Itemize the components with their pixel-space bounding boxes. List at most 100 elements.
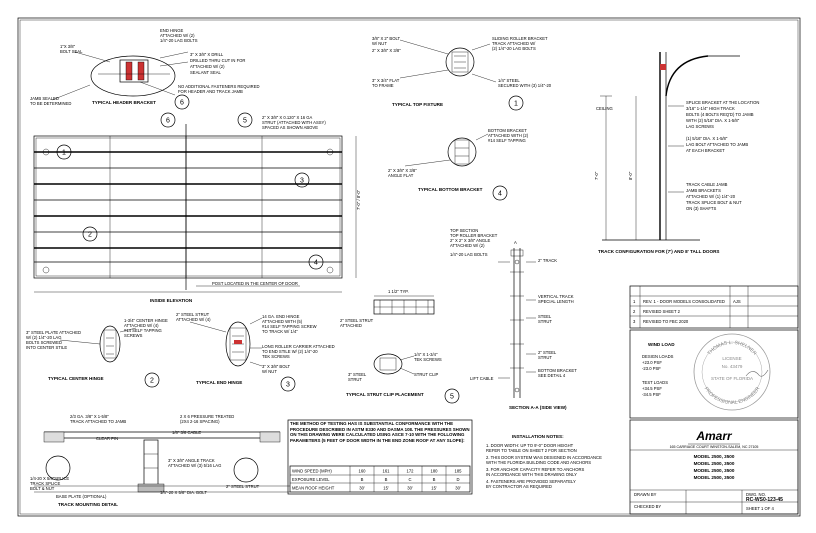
svg-text:CEILING: CEILING [596,106,613,111]
svg-text:LAG BOLT ATTACHED TO JAMB: LAG BOLT ATTACHED TO JAMB [686,142,748,147]
wind-table-cell: 30' [407,486,413,491]
design-loads-label: DESIGN LOADS [642,354,674,359]
track-config-title: TRACK CONFIGURATION FOR (7') AND 8' TALL… [598,249,719,254]
svg-text:3/8" X 2" BOLT: 3/8" X 2" BOLT [372,36,400,41]
installation-notes: INSTALLATION NOTES: 1. DOOR WIDTH: UP TO… [486,434,602,489]
svg-text:7'-0" / 8'-0": 7'-0" / 8'-0" [356,189,361,210]
svg-text:ATTACHED W/ (2): ATTACHED W/ (2) [160,33,195,38]
wind-table-cell: B [385,477,388,482]
drawing-number-label: DWG. NO. [746,492,766,497]
svg-text:2" X 3/8" X 3/8": 2" X 3/8" X 3/8" [372,48,401,53]
model-line-3: MODEL 2500, 3500 [694,468,735,473]
svg-text:3. FOR ANCHOR CAPACITY REFER T: 3. FOR ANCHOR CAPACITY REFER TO ANCHORS [486,467,585,472]
inside-elevation-title: INSIDE ELEVATION [150,298,193,303]
svg-text:ATTACHED W/ (4): ATTACHED W/ (4) [176,317,211,322]
svg-text:SCREWS: SCREWS [124,333,143,338]
callout-6-header [174,94,190,110]
svg-text:CLEAR PIN: CLEAR PIN [96,436,118,441]
revision-rev: 3 [633,319,636,324]
drawing-number: RC-WS0-123-45 [746,497,783,503]
svg-text:1/4"-20 LAG BOLTS: 1/4"-20 LAG BOLTS [160,38,198,43]
method-note: THE METHOD OF TESTING HAS IS SUBSTANTIAL… [290,421,470,443]
svg-text:7'-0": 7'-0" [594,171,599,180]
seal-state: STATE OF FLORIDA [711,376,753,381]
svg-text:1/4" STEEL: 1/4" STEEL [498,78,520,83]
sheet-border [17,17,801,517]
model-line-2: MODEL 2500, 3500 [694,461,735,466]
svg-text:ANGLE FLAT: ANGLE FLAT [388,173,414,178]
svg-text:1/4-20 X 5/8"SPLICE: 1/4-20 X 5/8"SPLICE [30,476,69,481]
strut-clip-detail: 1 1/2" TYP. 2" STEEL STRUT ATTACHED 1/4"… [340,289,460,404]
svg-text:2" STEEL STRUT: 2" STEEL STRUT [176,312,210,317]
svg-text:VERTICAL TRACK: VERTICAL TRACK [538,294,574,299]
method-note-block: THE METHOD OF TESTING HAS IS SUBSTANTIAL… [287,419,473,495]
svg-text:ATTACHED WITH (2): ATTACHED WITH (2) [488,133,529,138]
wind-table-header-0: WIND SPEED (MPH) [292,469,332,474]
inside-elevation: 6 5 1 3 2 4 7'-0" / 8'-0" POST LOCATED I… [33,112,361,303]
svg-text:TOP ROLLER BRACKET: TOP ROLLER BRACKET [450,233,498,238]
svg-text:AT EACH BRACKET: AT EACH BRACKET [686,148,725,153]
svg-text:LIFT CABLE: LIFT CABLE [470,376,494,381]
svg-text:STRUT CLIP: STRUT CLIP [414,372,439,377]
svg-text:BOLT SEAL: BOLT SEAL [60,49,83,54]
svg-text:BY CONTRACTOR AS REQUIRED: BY CONTRACTOR AS REQUIRED [486,484,552,489]
track-mounting-detail: 2/3 GA. 3/8" X 1-5/8" TRACK ATTACHED TO … [30,414,290,507]
wind-table-cell: MEAN ROOF HEIGHT [292,486,335,491]
wind-table: WIND SPEED (MPH) 160 161 172 180 185 EXP… [289,465,471,493]
strut-clip-title: TYPICAL STRUT CLIP PLACEMENT [346,392,424,397]
header-bracket-detail: END HINGE ATTACHED W/ (2) 1/4"-20 LAG BO… [30,28,260,110]
svg-text:TO BE DETERMINED: TO BE DETERMINED [30,101,71,106]
svg-text:TEK SCREWS: TEK SCREWS [262,354,290,359]
callout-6-elev: 6 [166,118,170,125]
svg-text:SECURED WITH (3) 1/4"-20: SECURED WITH (3) 1/4"-20 [498,83,552,88]
wind-load-label: WIND LOAD [648,342,675,347]
wind-table-header-4: 180 [431,469,439,474]
design-positive: +23.0 PSF [642,360,662,365]
svg-text:STRUT: STRUT [538,319,552,324]
svg-text:3" X 3/8" ANGLE TRACK: 3" X 3/8" ANGLE TRACK [168,458,215,463]
svg-text:1/4"-20 X 5/8" DIA. BOLT: 1/4"-20 X 5/8" DIA. BOLT [160,490,207,495]
callout-2-hinge: 2 [150,378,154,385]
svg-text:W/ (2) 1/4"-20 LAG: W/ (2) 1/4"-20 LAG [26,335,61,340]
end-hinge-title: TYPICAL END HINGE [196,380,242,385]
svg-text:SEE DETAIL 4: SEE DETAIL 4 [538,373,566,378]
svg-text:1/8" 3/8 CABLE: 1/8" 3/8 CABLE [172,430,201,435]
center-hinge-detail: 1-3/4" CENTER HINGE ATTACHED W/ (4) #14 … [26,318,168,388]
svg-text:3" X 3/8" X DRILL: 3" X 3/8" X DRILL [190,52,224,57]
revision-rev: 2 [633,309,636,314]
design-negative: -23.0 PSF [642,366,661,371]
post-center-note: POST LOCATED IN THE CENTER OF DOOR [212,281,298,286]
svg-text:JAMB SEALED: JAMB SEALED [30,96,59,101]
callout-6-header-label: 6 [180,100,184,107]
top-fixture-detail: 3/8" X 2" BOLT W/ NUT 2" X 3/8" X 3/8" S… [372,36,552,111]
callout-4-bottom: 4 [498,191,502,198]
wind-table-cell: B [433,477,436,482]
revision-desc: REVISED SHEET 2 [643,309,681,314]
svg-text:1/4"-20 LAG BOLTS: 1/4"-20 LAG BOLTS [450,252,488,257]
svg-text:LONG ROLLER CARRIER ATTACHED: LONG ROLLER CARRIER ATTACHED [262,344,335,349]
svg-text:STRUT: STRUT [348,377,362,382]
svg-text:LAG SCREWS: LAG SCREWS [686,124,714,129]
seal-profession: PROFESSIONAL ENGINEER [703,386,762,406]
svg-text:3/16" 1-1/4" HIGH TRACK: 3/16" 1-1/4" HIGH TRACK [686,106,735,111]
engineer-seal: THOMAS L. SHELNER PROFESSIONAL ENGINEER … [693,333,771,411]
section-aa-title: SECTION A-A (SIDE VIEW) [509,405,567,410]
checked-by-label: CHECKED BY [634,504,661,509]
callout-3-elev: 3 [300,178,304,185]
svg-text:ATTACHED W/ (2): ATTACHED W/ (2) [190,64,225,69]
sheet-inner-border [19,19,799,515]
sheet-number: SHEET 1 OF 4 [746,506,775,511]
svg-text:(2) 1/4"-20 LAG BOLTS: (2) 1/4"-20 LAG BOLTS [492,46,536,51]
svg-text:STRUT: STRUT [538,355,552,360]
svg-text:2" STEEL: 2" STEEL [538,350,557,355]
svg-text:BOTTOM BRACKET: BOTTOM BRACKET [488,128,527,133]
center-hinge-title: TYPICAL CENTER HINGE [48,376,104,381]
top-fixture-title: TYPICAL TOP FIXTURE [392,102,443,107]
header-bracket-title: TYPICAL HEADER BRACKET [92,100,156,105]
model-line-1: MODEL 2500, 3500 [694,454,735,459]
svg-text:IN ACCORDANCE WITH THIS DRAWIN: IN ACCORDANCE WITH THIS DRAWING ONLY [486,472,577,477]
callout-5-elev: 5 [243,118,247,125]
track-mounting-title: TRACK MOUNTING DETAIL [58,502,118,507]
svg-text:2 X 6 PRESSURE TREATED: 2 X 6 PRESSURE TREATED [180,414,234,419]
